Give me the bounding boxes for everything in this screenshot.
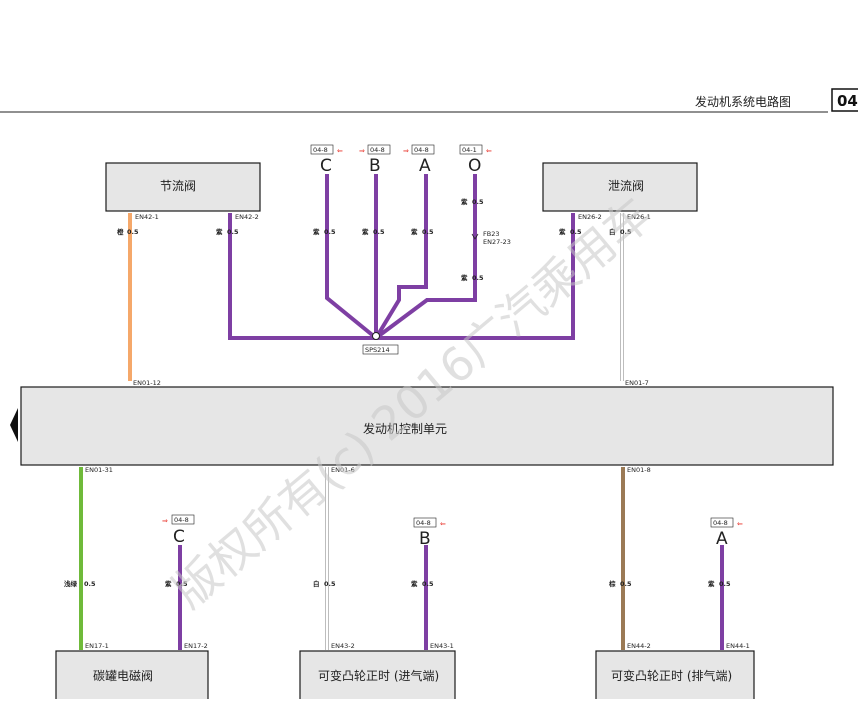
wire-label-purple: 紫 — [165, 579, 172, 588]
pin-en01-7: EN01-7 — [625, 379, 649, 387]
wire-label-purple: 紫 — [461, 273, 468, 282]
pin-en42-2: EN42-2 — [235, 213, 259, 221]
page-number-box — [831, 88, 858, 112]
connector-en27-23: EN27-23 — [483, 238, 511, 246]
pin-en42-1: EN42-1 — [135, 213, 159, 221]
ref-04-8-a-top: 04-8 — [414, 146, 429, 154]
ref-04-8-c-bottom: 04-8 — [174, 516, 189, 524]
wire-size: 0.5 — [127, 228, 139, 236]
ref-04-8-c-top: 04-8 — [313, 146, 328, 154]
ref-box-c-bottom — [171, 514, 195, 525]
ref-arrow-left-icon: ⇐ — [337, 147, 343, 155]
wire-purple-o — [374, 174, 477, 340]
letter-a-bottom: A — [716, 529, 728, 549]
wire-label-purple: 紫 — [559, 227, 566, 236]
wire-label-orange: 橙 — [117, 227, 124, 236]
pin-en17-1: EN17-1 — [85, 642, 109, 650]
wire-label-purple: 紫 — [461, 197, 468, 206]
page-number: 04 — [837, 92, 858, 110]
wire-size: 0.5 — [84, 580, 96, 588]
letter-o-top: O — [468, 156, 481, 176]
ref-box-b-top — [367, 144, 391, 155]
header-title: 发动机系统电路图 — [695, 94, 791, 109]
ref-arrow-right-icon: ⇒ — [403, 147, 409, 155]
wire-size: 0.5 — [176, 580, 188, 588]
pin-en26-1: EN26-1 — [627, 213, 651, 221]
inline-connector-arrow-icon — [471, 233, 479, 240]
ref-box-a-bottom — [710, 517, 734, 528]
pin-en01-12: EN01-12 — [133, 379, 161, 387]
wire-label-purple: 紫 — [411, 227, 418, 236]
ref-arrow-left-icon: ⇐ — [440, 520, 446, 528]
continuation-arrow-icon — [10, 408, 18, 442]
wire-purple-throttle-bus — [228, 213, 575, 340]
ref-arrow-left-icon: ⇐ — [486, 147, 492, 155]
ref-04-8-b-bottom: 04-8 — [416, 519, 431, 527]
wire-label-purple: 紫 — [313, 227, 320, 236]
pin-en17-2: EN17-2 — [184, 642, 208, 650]
connector-fb23: FB23 — [483, 230, 499, 238]
pin-en43-1: EN43-1 — [430, 642, 454, 650]
ecu-label: 发动机控制单元 — [363, 421, 447, 436]
ref-04-1-o-top: 04-1 — [462, 146, 477, 154]
pin-en01-8: EN01-8 — [627, 466, 651, 474]
wire-label-purple: 紫 — [411, 579, 418, 588]
ref-04-8-b-top: 04-8 — [370, 146, 385, 154]
wire-size: 0.5 — [324, 580, 336, 588]
letter-a-top: A — [419, 156, 431, 176]
wire-label-white: 白 — [313, 579, 320, 588]
pin-en01-31: EN01-31 — [85, 466, 113, 474]
ref-box-c-top — [310, 144, 334, 155]
ref-box-a-top — [411, 144, 435, 155]
purge-valve-label: 泄流阀 — [608, 179, 644, 193]
letter-b-top: B — [369, 156, 381, 176]
wire-size: 0.5 — [324, 228, 336, 236]
wire-size: 0.5 — [570, 228, 582, 236]
wire-label-purple: 紫 — [708, 579, 715, 588]
wire-label-white: 白 — [609, 227, 616, 236]
pin-en44-1: EN44-1 — [726, 642, 750, 650]
wire-purple-a — [374, 174, 428, 340]
wire-label-brown: 棕 — [608, 579, 616, 588]
splice-label-box — [362, 344, 399, 355]
letter-c-top: C — [320, 156, 332, 176]
pin-en26-2: EN26-2 — [578, 213, 602, 221]
wire-size: 0.5 — [422, 228, 434, 236]
letter-b-bottom: B — [419, 529, 431, 549]
wire-size: 0.5 — [620, 228, 632, 236]
pin-en01-6: EN01-6 — [331, 466, 355, 474]
wire-size: 0.5 — [620, 580, 632, 588]
ecu-box — [20, 386, 834, 466]
wire-size: 0.5 — [373, 228, 385, 236]
wire-size: 0.5 — [472, 198, 484, 206]
splice-label: SPS214 — [365, 346, 390, 354]
ref-04-8-a-bottom: 04-8 — [713, 519, 728, 527]
pin-en44-2: EN44-2 — [627, 642, 651, 650]
wire-label-purple: 紫 — [216, 227, 223, 236]
vvt-intake-label: 可变凸轮正时 (进气端) — [318, 668, 439, 683]
throttle-valve-label: 节流阀 — [160, 179, 196, 193]
wire-label-purple: 紫 — [362, 227, 369, 236]
ref-box-b-bottom — [413, 517, 437, 528]
purge-valve-box — [542, 162, 698, 212]
vvt-intake-box — [299, 650, 456, 702]
ref-arrow-right-icon: ⇒ — [359, 147, 365, 155]
ref-box-o-top — [459, 144, 483, 155]
wire-size: 0.5 — [472, 274, 484, 282]
throttle-valve-box — [105, 162, 261, 212]
ref-arrow-left-icon: ⇐ — [737, 520, 743, 528]
wire-label-lightgreen: 浅绿 — [64, 579, 78, 588]
ref-arrow-right-icon: ⇒ — [162, 517, 168, 525]
pin-en43-2: EN43-2 — [331, 642, 355, 650]
canister-valve-label: 碳罐电磁阀 — [93, 668, 153, 683]
wire-size: 0.5 — [227, 228, 239, 236]
wire-size: 0.5 — [719, 580, 731, 588]
splice-node — [372, 332, 380, 340]
vvt-exhaust-label: 可变凸轮正时 (排气端) — [611, 668, 732, 683]
vvt-exhaust-box — [595, 650, 755, 702]
wire-size: 0.5 — [422, 580, 434, 588]
wire-purple-c — [325, 174, 378, 340]
letter-c-bottom: C — [173, 527, 185, 547]
